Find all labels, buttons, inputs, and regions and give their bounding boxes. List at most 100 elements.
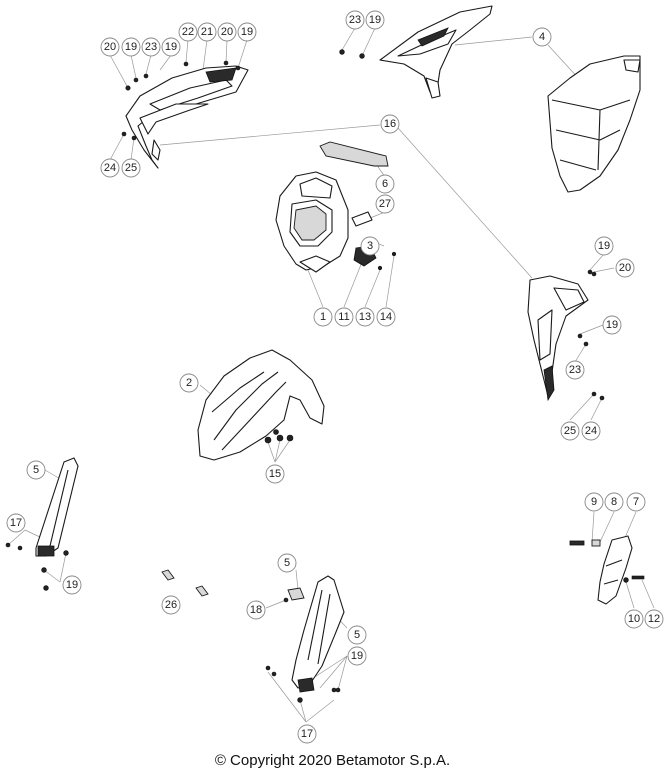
callout-14: 14 <box>376 307 396 327</box>
callout-21: 21 <box>197 22 217 42</box>
callout-23: 23 <box>565 360 585 380</box>
callout-label: 19 <box>165 41 177 53</box>
callout-18: 18 <box>246 600 266 620</box>
callout-label: 5 <box>33 464 39 476</box>
callout-24: 24 <box>100 158 120 178</box>
brake-disc-guard <box>569 535 645 605</box>
callout-label: 17 <box>10 517 22 529</box>
callout-label: 21 <box>201 26 213 38</box>
callout-label: 19 <box>598 240 610 252</box>
callout-label: 24 <box>585 425 597 437</box>
callout-20: 20 <box>100 37 120 57</box>
callout-7: 7 <box>626 492 646 512</box>
callout-label: 14 <box>380 311 392 323</box>
callout-19: 19 <box>121 37 141 57</box>
callout-label: 19 <box>125 41 137 53</box>
headlight-bracket <box>319 141 389 167</box>
callout-label: 20 <box>221 26 233 38</box>
callout-13: 13 <box>355 307 375 327</box>
callout-12: 12 <box>644 609 664 629</box>
callout-19: 19 <box>62 575 82 595</box>
callout-label: 19 <box>351 650 363 662</box>
callout-19: 19 <box>347 646 367 666</box>
callout-label: 13 <box>359 311 371 323</box>
callout-label: 12 <box>648 613 660 625</box>
callout-23: 23 <box>345 10 365 30</box>
callout-19: 19 <box>594 236 614 256</box>
callout-label: 26 <box>165 599 177 611</box>
callout-23: 23 <box>141 37 161 57</box>
callout-label: 16 <box>384 118 396 130</box>
callout-label: 15 <box>269 468 281 480</box>
callout-15: 15 <box>265 464 285 484</box>
callout-label: 23 <box>569 364 581 376</box>
callout-20: 20 <box>615 258 635 278</box>
callout-label: 3 <box>367 240 373 252</box>
callout-5: 5 <box>347 625 367 645</box>
callout-label: 23 <box>145 41 157 53</box>
callout-26: 26 <box>161 595 181 615</box>
callout-19: 19 <box>602 315 622 335</box>
callout-19: 19 <box>161 37 181 57</box>
stickers <box>161 569 209 597</box>
leader-lines <box>7 27 655 723</box>
callout-label: 6 <box>382 178 388 190</box>
callout-label: 22 <box>182 26 194 38</box>
left-radiator-shroud <box>121 60 249 169</box>
callout-16: 16 <box>380 114 400 134</box>
callout-4: 4 <box>532 27 552 47</box>
right-radiator-shroud <box>339 5 493 99</box>
callout-label: 5 <box>284 557 290 569</box>
callout-label: 2 <box>186 377 192 389</box>
callout-label: 10 <box>628 613 640 625</box>
callout-label: 8 <box>611 496 617 508</box>
callout-label: 23 <box>349 14 361 26</box>
callout-25: 25 <box>121 158 141 178</box>
copyright-notice: © Copyright 2020 Betamotor S.p.A. <box>214 752 451 769</box>
front-fender <box>197 349 325 461</box>
callout-3: 3 <box>360 236 380 256</box>
callout-17: 17 <box>6 513 26 533</box>
callout-2: 2 <box>179 373 199 393</box>
callout-27: 27 <box>375 194 395 214</box>
callout-19: 19 <box>237 22 257 42</box>
callout-22: 22 <box>178 22 198 42</box>
callout-24: 24 <box>581 421 601 441</box>
callout-label: 18 <box>250 604 262 616</box>
callout-label: 1 <box>320 311 326 323</box>
callout-6: 6 <box>375 174 395 194</box>
callout-17: 17 <box>297 724 317 744</box>
callout-label: 11 <box>338 311 349 323</box>
callout-10: 10 <box>624 609 644 629</box>
callout-label: 25 <box>564 425 576 437</box>
callout-label: 17 <box>301 728 313 740</box>
callout-5: 5 <box>26 460 46 480</box>
callout-label: 24 <box>104 162 116 174</box>
callout-9: 9 <box>584 492 604 512</box>
callout-label: 4 <box>539 31 545 43</box>
headlight-mask <box>275 171 349 273</box>
callout-label: 27 <box>379 198 391 210</box>
callout-11: 11 <box>334 307 354 327</box>
callout-label: 5 <box>354 629 360 641</box>
right-fork-guard <box>265 575 345 703</box>
callout-label: 19 <box>66 579 78 591</box>
callout-label: 20 <box>619 262 631 274</box>
callout-label: 19 <box>606 319 618 331</box>
callout-label: 9 <box>591 496 597 508</box>
callout-19: 19 <box>365 10 385 30</box>
callout-1: 1 <box>313 307 333 327</box>
callout-20: 20 <box>217 22 237 42</box>
left-fork-guard <box>5 457 79 591</box>
callout-label: 25 <box>125 162 137 174</box>
right-side-panel <box>527 269 605 402</box>
callout-8: 8 <box>604 492 624 512</box>
air-box-cover <box>547 55 641 193</box>
callout-label: 20 <box>104 41 116 53</box>
callout-25: 25 <box>560 421 580 441</box>
callout-label: 19 <box>241 26 253 38</box>
callout-label: 19 <box>369 14 381 26</box>
callout-label: 7 <box>633 496 639 508</box>
callout-5: 5 <box>277 553 297 573</box>
